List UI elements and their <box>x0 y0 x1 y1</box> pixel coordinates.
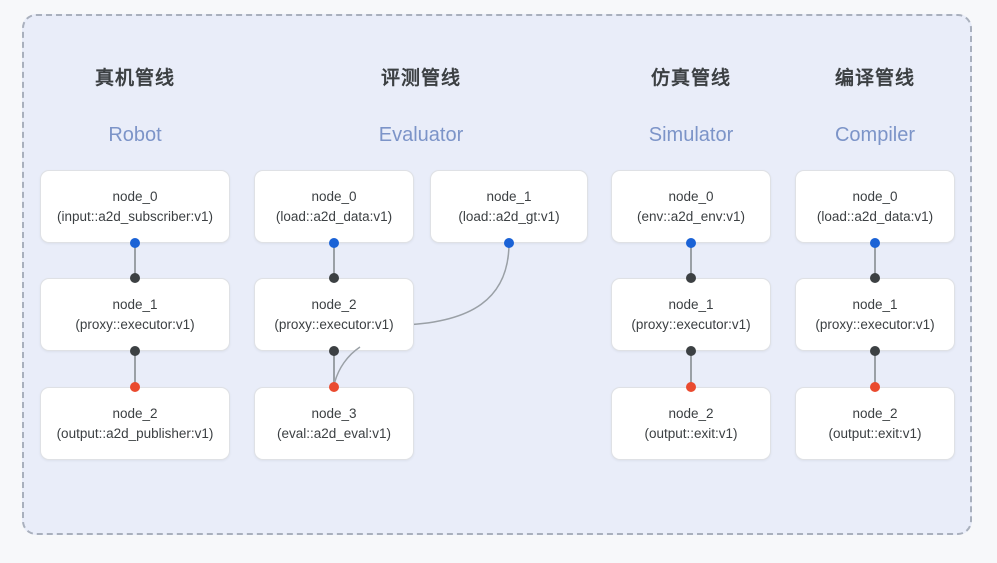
node-spec: (load::a2d_data:v1) <box>275 208 393 224</box>
node-box[interactable]: node_0 (env::a2d_env:v1) <box>611 170 771 243</box>
node-input-dot <box>130 273 140 283</box>
node-output-dot <box>686 346 696 356</box>
node-box[interactable]: node_1 (proxy::executor:v1) <box>611 278 771 351</box>
node-input-dot <box>870 382 880 392</box>
node-name: node_2 <box>112 405 158 421</box>
node-name: node_0 <box>852 188 898 204</box>
column-title-en-robot: Robot <box>108 124 162 146</box>
node-spec: (proxy::executor:v1) <box>631 316 751 332</box>
node-name: node_0 <box>112 188 158 204</box>
node-input-dot <box>686 273 696 283</box>
node-spec: (env::a2d_env:v1) <box>636 208 746 224</box>
node-spec: (load::a2d_data:v1) <box>816 208 934 224</box>
connector-line <box>874 352 876 392</box>
node-input-dot <box>686 382 696 392</box>
column-title-cn-evaluator: 评测管线 <box>380 68 461 89</box>
node-name: node_1 <box>486 188 532 204</box>
node-input-dot <box>870 273 880 283</box>
node-box[interactable]: node_1 (proxy::executor:v1) <box>795 278 955 351</box>
node-output-dot <box>870 346 880 356</box>
node-name: node_0 <box>668 188 714 204</box>
node-name: node_1 <box>112 296 158 312</box>
node-output-dot <box>329 346 339 356</box>
node-output-dot <box>130 238 140 248</box>
node-input-dot <box>329 382 339 392</box>
connector-line <box>690 352 692 392</box>
node-output-dot <box>130 346 140 356</box>
column-title-en-compiler: Compiler <box>834 124 916 146</box>
node-name: node_1 <box>668 296 714 312</box>
node-box[interactable]: node_1 (proxy::executor:v1) <box>40 278 230 351</box>
node-name: node_0 <box>311 188 357 204</box>
node-output-dot <box>870 238 880 248</box>
node-name: node_1 <box>852 296 898 312</box>
column-title-cn-simulator: 仿真管线 <box>650 68 731 89</box>
node-input-dot <box>130 382 140 392</box>
node-input-dot <box>329 273 339 283</box>
column-title-en-evaluator: Evaluator <box>378 124 464 146</box>
node-box[interactable]: node_0 (load::a2d_data:v1) <box>254 170 414 243</box>
node-spec: (eval::a2d_eval:v1) <box>276 425 392 441</box>
node-output-dot <box>329 238 339 248</box>
node-spec: (output::exit:v1) <box>644 425 738 441</box>
node-spec: (output::exit:v1) <box>828 425 922 441</box>
node-name: node_2 <box>311 296 357 312</box>
node-box[interactable]: node_2 (proxy::executor:v1) <box>254 278 414 351</box>
node-box[interactable]: node_0 (input::a2d_subscriber:v1) <box>40 170 230 243</box>
connector-line <box>690 243 692 283</box>
column-title-cn-robot: 真机管线 <box>94 68 175 89</box>
node-spec: (proxy::executor:v1) <box>815 316 935 332</box>
column-title-cn-compiler: 编译管线 <box>834 68 915 89</box>
connector-line <box>134 243 136 283</box>
node-box[interactable]: node_3 (eval::a2d_eval:v1) <box>254 387 414 460</box>
node-box[interactable]: node_2 (output::exit:v1) <box>795 387 955 460</box>
node-box[interactable]: node_0 (load::a2d_data:v1) <box>795 170 955 243</box>
node-name: node_3 <box>311 405 357 421</box>
node-output-dot <box>504 238 514 248</box>
node-spec: (input::a2d_subscriber:v1) <box>56 208 214 224</box>
node-box[interactable]: node_2 (output::a2d_publisher:v1) <box>40 387 230 460</box>
node-spec: (load::a2d_gt:v1) <box>458 208 560 224</box>
node-output-dot <box>686 238 696 248</box>
node-name: node_2 <box>852 405 898 421</box>
node-spec: (proxy::executor:v1) <box>75 316 195 332</box>
node-spec: (proxy::executor:v1) <box>274 316 394 332</box>
connector-line <box>874 243 876 283</box>
connector-line <box>134 352 136 392</box>
column-title-en-simulator: Simulator <box>648 124 734 146</box>
node-box[interactable]: node_2 (output::exit:v1) <box>611 387 771 460</box>
node-spec: (output::a2d_publisher:v1) <box>56 425 214 441</box>
node-name: node_2 <box>668 405 714 421</box>
node-box-side[interactable]: node_1 (load::a2d_gt:v1) <box>430 170 588 243</box>
connector-line <box>333 243 335 283</box>
